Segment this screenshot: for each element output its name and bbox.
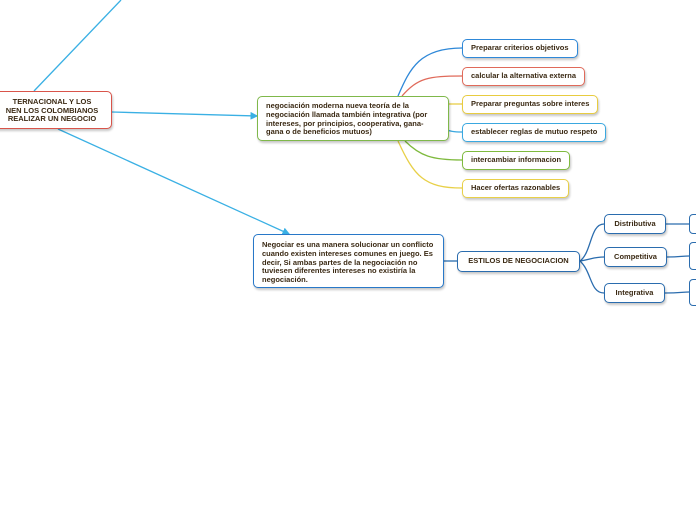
central-topic-line-2: NEN LOS COLOMBIANOS [5,105,99,115]
style-competitiva-label: Competitiva [614,251,657,261]
integrativa-child-node-clipped[interactable] [689,279,696,306]
leaf-intercambiar-informacion-label: intercambiar informacion [471,155,562,165]
leaf-establecer-reglas-label: establecer reglas de mutuo respeto [471,127,598,137]
negotiation-definition-node[interactable]: Negociar es una manera solucionar un con… [253,234,444,288]
leaf-preparar-preguntas[interactable]: Preparar preguntas sobre interes [462,95,599,114]
leaf-hacer-ofertas[interactable]: Hacer ofertas razonables [462,179,570,198]
branch-l6 [397,140,463,189]
link-central-top [33,0,122,92]
branch-l2 [401,75,463,97]
link-central-main2 [57,128,291,235]
branch-t2 [579,256,605,262]
estilos-negociacion-label: ESTILOS DE NEGOCIACION [468,256,569,266]
central-topic-line-1: TERNACIONAL Y LOS [12,97,92,106]
style-integrativa-node[interactable]: Integrativa [604,283,665,303]
central-topic-line-3: REALIZAR UN NEGOCIO [7,114,97,123]
branch-l1 [397,47,463,97]
leaf-hacer-ofertas-label: Hacer ofertas razonables [471,183,561,193]
branch-l5 [404,140,463,161]
link-central-main1 [111,111,259,120]
competitiva-child-node-clipped[interactable] [689,242,696,270]
branch-t3 [579,260,605,294]
leaf-calcular-alternativa-label: calcular la alternativa externa [471,71,577,81]
leaf-intercambiar-informacion[interactable]: intercambiar informacion [462,151,571,170]
style-distributiva-node[interactable]: Distributiva [604,214,666,234]
style-integrativa-label: Integrativa [615,287,654,297]
modern-negotiation-text: negociación moderna nueva teoría de la n… [266,101,428,137]
central-topic-node[interactable]: TERNACIONAL Y LOS NEN LOS COLOMBIANOS RE… [0,91,112,129]
leaf-preparar-preguntas-label: Preparar preguntas sobre interes [471,99,590,109]
leaf-preparar-criterios[interactable]: Preparar criterios objetivos [462,39,578,58]
style-competitiva-node[interactable]: Competitiva [604,247,667,267]
negotiation-definition-text: Negociar es una manera solucionar un con… [262,240,434,285]
branch-t2-stub [666,255,690,258]
distributiva-child-node-clipped[interactable] [689,214,696,234]
branch-t1 [579,223,605,262]
branch-t3-stub [664,291,690,294]
leaf-establecer-reglas[interactable]: establecer reglas de mutuo respeto [462,123,607,142]
style-distributiva-label: Distributiva [614,218,656,228]
leaf-calcular-alternativa[interactable]: calcular la alternativa externa [462,67,586,86]
modern-negotiation-node[interactable]: negociación moderna nueva teoría de la n… [257,96,449,141]
estilos-negociacion-node[interactable]: ESTILOS DE NEGOCIACION [457,251,580,272]
leaf-preparar-criterios-label: Preparar criterios objetivos [471,43,569,53]
